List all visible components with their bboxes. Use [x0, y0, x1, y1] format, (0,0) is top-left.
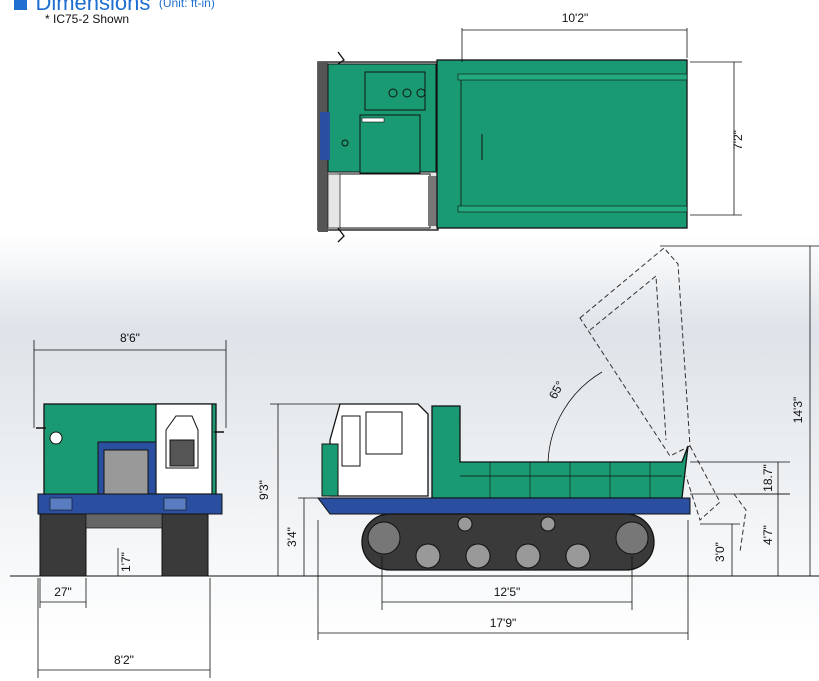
overall-height-label: 9'3": [257, 480, 271, 500]
overall-track-width-dimension: 8'2": [37, 578, 211, 678]
front-view: [36, 403, 224, 577]
dump-angle-label: 65°: [546, 378, 567, 401]
bed-height-label: 18.7": [761, 464, 775, 492]
section-header: Dimensions (Unit: ft-in): [14, 0, 215, 16]
overall-height-dimension: 9'3": [257, 403, 346, 576]
top-length-dimension: 10'2": [461, 11, 688, 62]
tail-clearance-dimension: 3'0": [700, 523, 740, 576]
deck-height-dimension: 3'4": [285, 497, 322, 576]
track-width-label: 27": [54, 585, 72, 599]
model-note: * IC75-2 Shown: [45, 12, 130, 26]
top-width-label: 7'2": [731, 130, 745, 150]
track-width-dimension: 27": [39, 578, 87, 608]
deck-height-label: 3'4": [285, 527, 299, 547]
dump-reach-height-label: 4'7": [761, 525, 775, 545]
tail-clearance-label: 3'0": [713, 542, 727, 562]
ground-clearance-dimension: 1'7": [117, 548, 133, 576]
tumbler-distance-label: 12'5": [494, 585, 521, 599]
bed-height-dimension: 18.7": [690, 461, 790, 495]
overall-length-label: 17'9": [490, 616, 517, 630]
front-width-label: 8'6": [120, 331, 140, 345]
top-view: [317, 51, 688, 243]
overall-length-dimension: 17'9": [317, 520, 689, 640]
side-view: [317, 247, 747, 571]
front-width-dimension: 8'6": [33, 331, 227, 428]
dump-reach-height-dimension: 4'7": [740, 493, 790, 576]
dump-angle-dimension: 65°: [546, 371, 603, 463]
unit-label: (Unit: ft-in): [158, 0, 215, 10]
header-square-icon: [14, 0, 27, 10]
top-width-dimension: 7'2": [690, 61, 745, 216]
section-title: Dimensions: [35, 0, 151, 15]
tumbler-distance-dimension: 12'5": [381, 556, 633, 610]
max-dump-height-dimension: 14'3": [660, 245, 819, 576]
raised-bed-outline: [579, 247, 747, 553]
overall-track-width-label: 8'2": [114, 653, 134, 667]
top-length-label: 10'2": [562, 11, 589, 25]
ground-clearance-label: 1'7": [119, 552, 133, 572]
max-dump-height-label: 14'3": [791, 397, 805, 424]
